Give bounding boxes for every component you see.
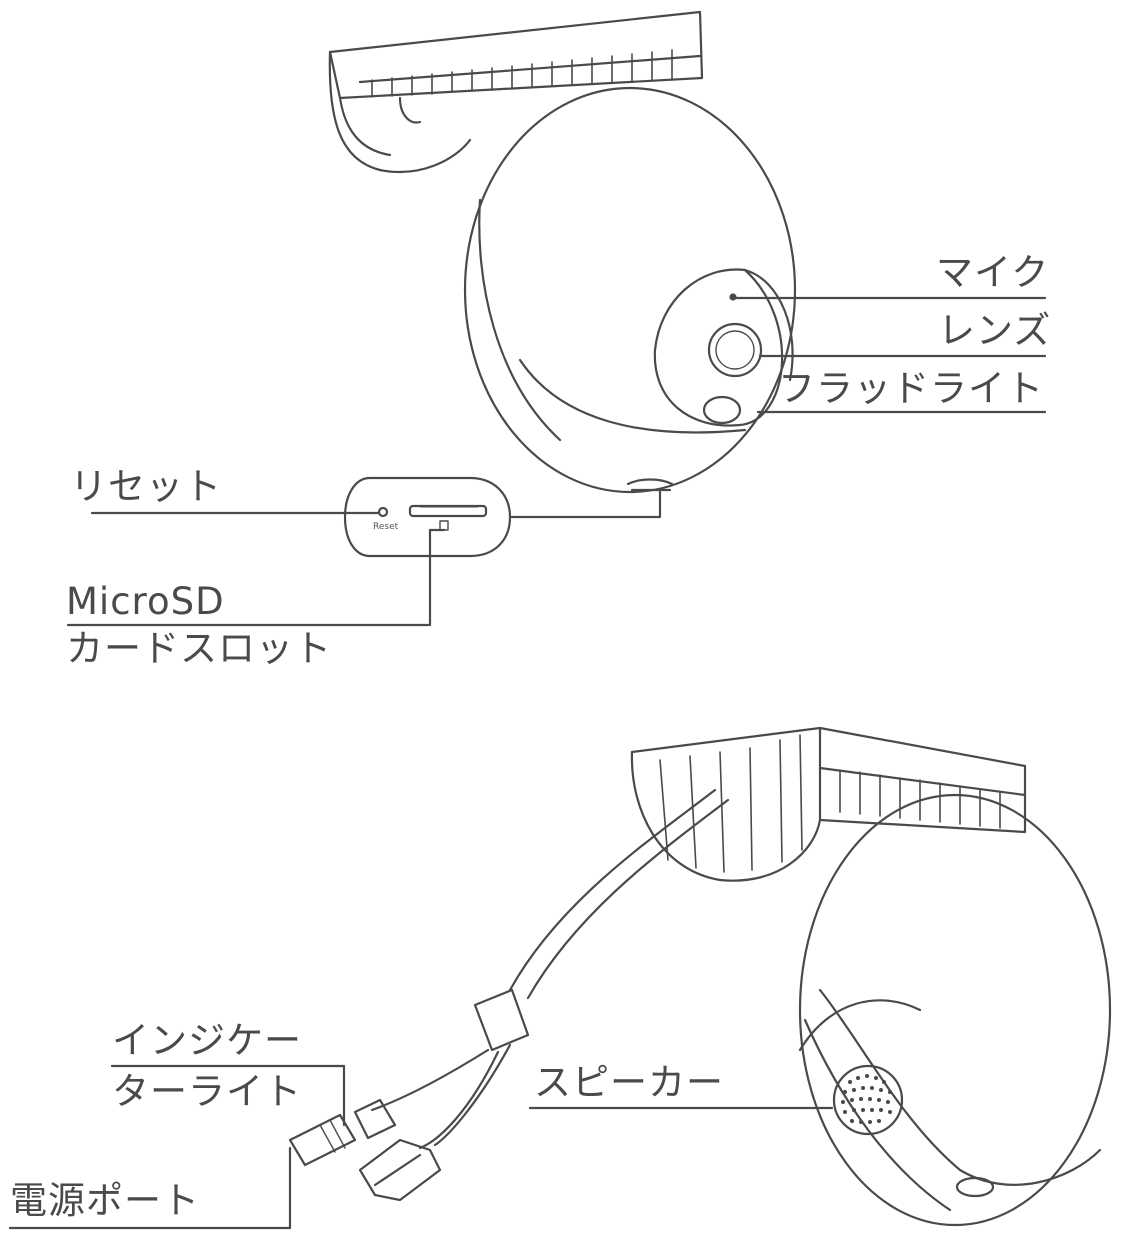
top-camera [328,10,797,494]
label-floodlight: フラッドライト [778,367,1044,410]
label-indicator-line1: インジケー [112,1019,302,1062]
bottom-camera [288,726,1112,1227]
label-microsd-line2: カードスロット [66,627,332,670]
leader-lines [8,296,1047,1230]
label-speaker: スピーカー [534,1061,724,1104]
label-indicator-line2: ターライト [112,1070,302,1113]
label-reset: リセット [70,465,222,508]
label-power-port: 電源ポート [10,1179,200,1222]
reset-tiny-label: Reset [373,522,399,532]
reset-sd-panel [343,476,512,558]
label-lens: レンズ [938,309,1052,352]
label-microsd-line1: MicroSD [66,580,225,623]
label-mic: マイク [936,251,1050,294]
